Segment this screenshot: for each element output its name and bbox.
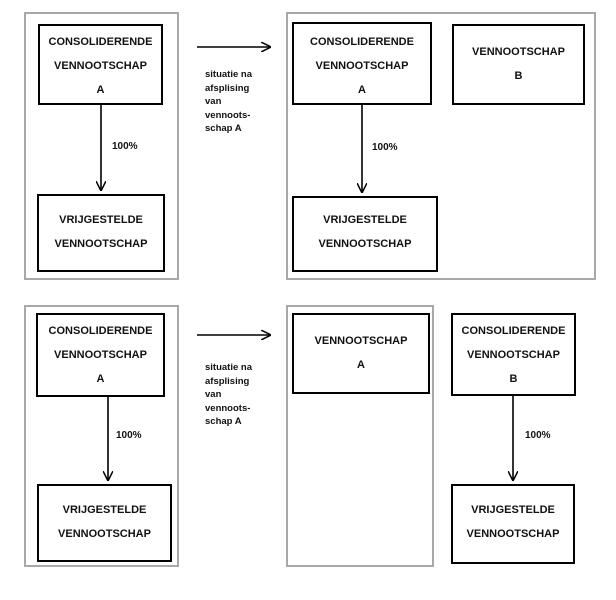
caption-line: schap A bbox=[205, 416, 242, 427]
top-after-child-box: VRIJGESTELDE VENNOOTSCHAP bbox=[292, 196, 438, 272]
bottom-after-child-box: VRIJGESTELDE VENNOOTSCHAP bbox=[451, 484, 575, 564]
top-before-percentage: 100% bbox=[112, 141, 138, 152]
entity-name: VENNOOTSCHAP bbox=[314, 335, 408, 347]
entity-name: VRIJGESTELDE bbox=[59, 214, 143, 226]
top-after-parent-box: CONSOLIDERENDE VENNOOTSCHAP A bbox=[292, 22, 432, 105]
entity-name: CONSOLIDERENDE bbox=[48, 325, 153, 337]
caption-line: vennoots- bbox=[205, 109, 251, 121]
bottom-after-percentage: 100% bbox=[525, 430, 551, 441]
entity-letter: B bbox=[509, 373, 518, 385]
entity-letter: A bbox=[96, 84, 105, 96]
bottom-before-child-box: VRIJGESTELDE VENNOOTSCHAP bbox=[37, 484, 172, 562]
top-before-parent-box: CONSOLIDERENDE VENNOOTSCHAP A bbox=[38, 24, 163, 105]
entity-name: VENNOOTSCHAP bbox=[466, 528, 560, 540]
bottom-after-left-box: VENNOOTSCHAP A bbox=[292, 313, 430, 394]
top-before-child-box: VRIJGESTELDE VENNOOTSCHAP bbox=[37, 194, 165, 272]
caption-line: van bbox=[205, 389, 222, 400]
caption-line: situatie na bbox=[205, 69, 252, 80]
caption-line: vennoots- bbox=[205, 402, 251, 414]
entity-name: VENNOOTSCHAP bbox=[315, 60, 409, 72]
entity-name: VENNOOTSCHAP bbox=[54, 238, 148, 250]
entity-letter: A bbox=[358, 84, 366, 96]
entity-name: CONSOLIDERENDE bbox=[310, 36, 414, 48]
entity-name: VRIJGESTELDE bbox=[62, 504, 147, 516]
entity-name: VENNOOTSCHAP bbox=[58, 528, 151, 540]
bottom-after-parent-box: CONSOLIDERENDE VENNOOTSCHAP B bbox=[451, 313, 576, 396]
entity-name: VENNOOTSCHAP bbox=[467, 349, 560, 361]
entity-name: VENNOOTSCHAP bbox=[54, 60, 147, 72]
caption-line: afsplising bbox=[205, 375, 250, 387]
bottom-before-parent-box: CONSOLIDERENDE VENNOOTSCHAP A bbox=[36, 313, 165, 397]
entity-letter: A bbox=[357, 359, 365, 371]
top-after-other-box: VENNOOTSCHAP B bbox=[452, 24, 585, 105]
entity-letter: A bbox=[96, 373, 105, 385]
caption-line: van bbox=[205, 96, 222, 107]
caption-line: afsplising bbox=[205, 82, 250, 94]
entity-name: VRIJGESTELDE bbox=[471, 504, 555, 516]
caption-line: schap A bbox=[205, 123, 242, 134]
caption-line: situatie na bbox=[205, 362, 252, 373]
bottom-before-percentage: 100% bbox=[116, 430, 142, 441]
entity-name: VENNOOTSCHAP bbox=[472, 46, 565, 58]
entity-name: VENNOOTSCHAP bbox=[54, 349, 147, 361]
top-transition-caption: situatie na afsplising van vennoots- sch… bbox=[205, 68, 252, 136]
entity-name: CONSOLIDERENDE bbox=[48, 36, 153, 48]
top-after-percentage: 100% bbox=[372, 142, 398, 153]
entity-name: CONSOLIDERENDE bbox=[461, 325, 566, 337]
entity-name: VENNOOTSCHAP bbox=[318, 238, 412, 250]
entity-letter: B bbox=[514, 70, 523, 82]
bottom-transition-caption: situatie na afsplising van vennoots- sch… bbox=[205, 361, 252, 429]
entity-name: VRIJGESTELDE bbox=[323, 214, 407, 226]
